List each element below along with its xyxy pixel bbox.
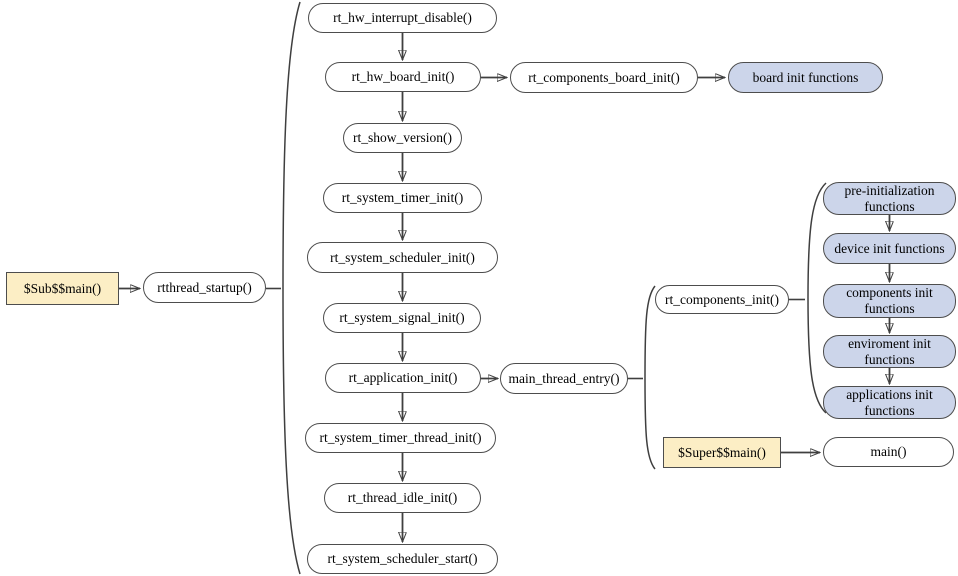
node-device-init-functions: device init functions — [823, 233, 956, 264]
node-rt-system-signal-init: rt_system_signal_init() — [323, 303, 481, 333]
node-rt-application-init: rt_application_init() — [325, 363, 481, 393]
node-rt-hw-interrupt-disable: rt_hw_interrupt_disable() — [308, 3, 497, 33]
node-enviroment-init-functions: enviroment init functions — [823, 335, 956, 368]
flow-arrows — [119, 33, 890, 542]
node-components-init-functions: components init functions — [823, 284, 956, 318]
node-super-main: $Super$$main() — [663, 437, 781, 468]
brace-components-init — [807, 182, 827, 414]
node-rt-hw-board-init: rt_hw_board_init() — [325, 62, 481, 92]
node-rtthread-startup: rtthread_startup() — [143, 272, 266, 303]
node-rt-thread-idle-init: rt_thread_idle_init() — [324, 483, 481, 513]
node-rt-components-init: rt_components_init() — [655, 285, 789, 314]
node-rt-system-scheduler-init: rt_system_scheduler_init() — [307, 242, 498, 273]
node-sub-main: $Sub$$main() — [6, 272, 119, 305]
node-rt-components-board-init: rt_components_board_init() — [510, 62, 698, 93]
node-applications-init-functions: applications init functions — [823, 386, 956, 419]
node-rt-show-version: rt_show_version() — [343, 123, 462, 153]
node-main: main() — [823, 437, 954, 467]
node-rt-system-timer-init: rt_system_timer_init() — [323, 183, 482, 213]
brace-rtthread-startup — [282, 1, 301, 575]
node-rt-system-timer-thread-init: rt_system_timer_thread_init() — [305, 423, 496, 453]
grouping-braces — [266, 1, 827, 575]
node-main-thread-entry: main_thread_entry() — [500, 363, 628, 394]
brace-main-thread-entry — [644, 285, 656, 470]
node-pre-initialization-functions: pre-initialization functions — [823, 182, 956, 215]
node-rt-system-scheduler-start: rt_system_scheduler_start() — [307, 544, 498, 574]
node-board-init-functions: board init functions — [728, 62, 883, 93]
